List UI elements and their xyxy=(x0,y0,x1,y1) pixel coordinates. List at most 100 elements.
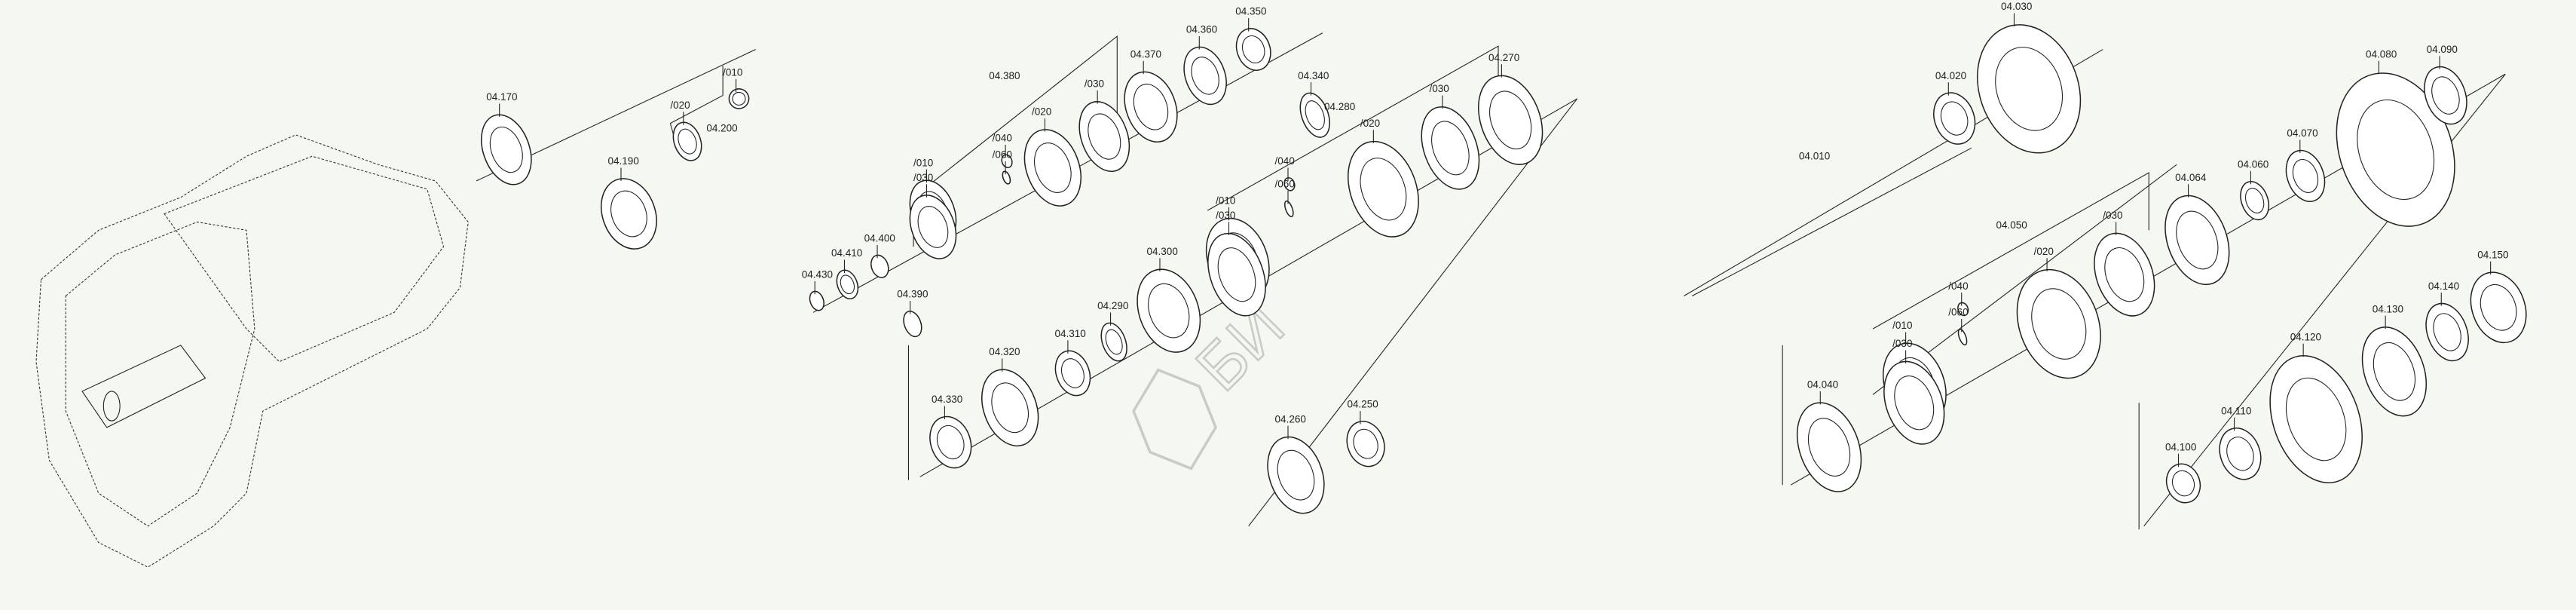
callout-label: /030 xyxy=(1429,83,1449,94)
part-outline xyxy=(2219,428,2262,480)
part-04360[interactable] xyxy=(1176,41,1234,111)
part-04020[interactable] xyxy=(1927,87,1982,149)
part-040[interactable] xyxy=(1000,153,1014,169)
part-04110[interactable] xyxy=(2213,422,2268,485)
part-04410[interactable] xyxy=(833,267,861,302)
part-04030[interactable] xyxy=(1960,11,2098,168)
part-020[interactable] xyxy=(1335,131,1431,247)
callout-label: 04.090 xyxy=(2427,44,2458,55)
part-04080[interactable] xyxy=(2316,57,2475,243)
callout-label: 04.070 xyxy=(2287,127,2317,139)
part-040[interactable] xyxy=(1956,302,1970,317)
part-outline xyxy=(1078,101,1130,173)
part-04040[interactable] xyxy=(1785,394,1872,501)
part-04130[interactable] xyxy=(2351,318,2437,425)
part-outline xyxy=(903,310,922,338)
part-outline xyxy=(1933,92,1976,145)
part-bore xyxy=(678,128,697,155)
callout-label: 04.030 xyxy=(2001,1,2032,12)
callout-label: /040 xyxy=(1948,280,1968,292)
part-010[interactable] xyxy=(727,86,752,112)
part-outline xyxy=(2361,326,2428,417)
part-bore xyxy=(936,425,965,460)
part-04250[interactable] xyxy=(1341,416,1390,472)
part-04120[interactable] xyxy=(2253,343,2379,496)
part-04150[interactable] xyxy=(2461,265,2535,351)
part-04340[interactable] xyxy=(1295,89,1335,141)
part-060[interactable] xyxy=(1283,200,1295,218)
callout-label: /060 xyxy=(1948,307,1968,318)
part-04190[interactable] xyxy=(592,171,665,257)
callout-label: /010 xyxy=(1216,195,1235,206)
callout-label: 04.260 xyxy=(1275,413,1306,425)
part-04310[interactable] xyxy=(1050,346,1097,400)
part-outline xyxy=(2165,195,2230,286)
callout-label: 04.080 xyxy=(2366,48,2397,60)
part-outline xyxy=(1284,200,1294,218)
callout-label: 04.370 xyxy=(1130,48,1161,60)
part-030[interactable] xyxy=(1411,99,1489,197)
callout-label: 04.010 xyxy=(1799,151,1830,162)
part-bore xyxy=(1807,418,1851,477)
callout-label: 04.400 xyxy=(864,233,895,244)
callout-label: /030 xyxy=(1085,78,1104,90)
callout-label: /030 xyxy=(2103,210,2122,221)
part-04350[interactable] xyxy=(1231,23,1276,75)
part-04290[interactable] xyxy=(1097,320,1132,365)
part-outline xyxy=(1957,302,1969,317)
part-bore xyxy=(1241,35,1265,64)
part-04400[interactable] xyxy=(868,253,892,280)
callout-label: 04.330 xyxy=(932,394,962,405)
callout-label: 04.110 xyxy=(2221,405,2251,416)
part-040[interactable] xyxy=(1283,176,1296,192)
callout-label: 04.140 xyxy=(2428,280,2459,292)
part-bore xyxy=(1105,329,1123,355)
part-030[interactable] xyxy=(901,189,964,265)
callout-label: /030 xyxy=(1892,338,1912,349)
part-020[interactable] xyxy=(1014,121,1091,213)
part-060[interactable] xyxy=(1001,170,1011,185)
part-bore xyxy=(2431,76,2460,115)
callout-label: 04.430 xyxy=(802,269,833,280)
part-030[interactable] xyxy=(2084,225,2165,324)
part-04300[interactable] xyxy=(1126,260,1211,360)
part-bore xyxy=(2357,99,2435,201)
part-bore xyxy=(1217,247,1256,302)
part-bore xyxy=(1133,84,1169,130)
part-bore xyxy=(991,382,1029,434)
part-04390[interactable] xyxy=(901,308,925,339)
part-outline xyxy=(1267,436,1325,514)
part-outline xyxy=(2470,271,2527,344)
part-outline xyxy=(870,254,889,278)
part-020[interactable] xyxy=(2002,258,2115,390)
part-04100[interactable] xyxy=(2161,459,2206,507)
callout-label: /060 xyxy=(1275,179,1295,190)
part-bore xyxy=(1277,449,1315,501)
part-04070[interactable] xyxy=(2280,145,2332,207)
callout-label: 04.020 xyxy=(1935,70,1966,81)
part-060[interactable] xyxy=(1956,328,1969,346)
callout-label: 04.190 xyxy=(608,155,639,167)
part-04270[interactable] xyxy=(1467,66,1553,173)
part-bore xyxy=(2171,470,2195,497)
part-04370[interactable] xyxy=(1115,65,1186,149)
part-04430[interactable] xyxy=(807,290,826,313)
part-04090[interactable] xyxy=(2417,61,2474,130)
part-04060[interactable] xyxy=(2235,178,2274,224)
part-bore xyxy=(1191,57,1219,95)
part-04260[interactable] xyxy=(1258,429,1334,521)
part-04140[interactable] xyxy=(2418,298,2476,367)
part-04320[interactable] xyxy=(972,362,1048,454)
part-bore xyxy=(1489,90,1532,150)
part-020[interactable] xyxy=(668,118,707,164)
part-bore xyxy=(1034,143,1072,193)
part-030[interactable] xyxy=(1070,95,1138,179)
part-030[interactable] xyxy=(1874,353,1955,452)
part-bore xyxy=(732,91,746,106)
part-04170[interactable] xyxy=(473,108,540,192)
part-04330[interactable] xyxy=(923,411,978,474)
part-04064[interactable] xyxy=(2154,187,2241,294)
part-030[interactable] xyxy=(1198,225,1276,323)
callout-label: 04.060 xyxy=(2238,158,2269,170)
callout-label: 04.390 xyxy=(897,289,928,300)
